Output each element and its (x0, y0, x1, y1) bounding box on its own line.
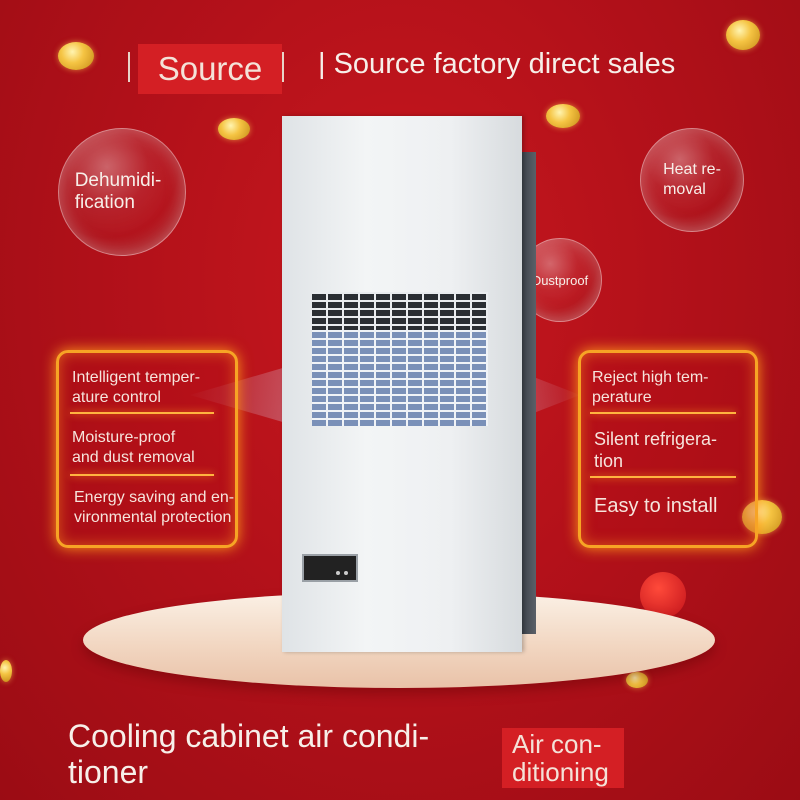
bubble-heat-removal-label: Heat re- moval (663, 161, 721, 198)
header-divider-left (128, 52, 130, 82)
cabinet-side-panel (520, 152, 536, 634)
bubble-dehumidification-label: Dehumidi- fication (74, 170, 162, 213)
cabinet-vent-upper (312, 292, 488, 330)
header-source-badge: Source (138, 44, 282, 94)
coin-decoration (546, 104, 580, 128)
feature-energy-saving: Energy saving and en- vironmental protec… (74, 489, 235, 526)
left-features-panel (56, 350, 238, 548)
bubble-dustproof-label: Dustproof (531, 272, 589, 288)
coin-decoration (726, 20, 760, 50)
coin-decoration (218, 118, 250, 140)
feature-divider (70, 474, 214, 476)
coin-decoration (58, 42, 94, 70)
bubble-heat-removal: Heat re- moval (640, 128, 744, 232)
header-tagline: | Source factory direct sales (318, 48, 676, 80)
footer-product-title: Cooling cabinet air condi- tioner (68, 718, 430, 790)
feature-divider (590, 412, 736, 414)
feature-divider (70, 412, 214, 414)
coin-decoration (626, 672, 648, 688)
header-source-label: Source (157, 50, 263, 87)
feature-reject-high-temperature: Reject high tem- perature (592, 369, 709, 406)
feature-silent-refrigeration: Silent refrigera- tion (594, 429, 718, 471)
feature-easy-install: Easy to install (594, 495, 718, 517)
right-features-panel (578, 350, 758, 548)
header-divider-right (282, 52, 284, 82)
feature-moisture-proof: Moisture-proof and dust removal (72, 429, 195, 466)
cabinet-temperature-controller (302, 554, 358, 582)
footer-category-label: Air con- ditioning (512, 729, 609, 787)
coin-decoration (0, 660, 12, 682)
feature-intelligent-temperature: Intelligent temper- ature control (72, 369, 201, 406)
cabinet-vent-lower (312, 330, 488, 426)
footer-category-badge: Air con- ditioning (502, 728, 624, 788)
coin-decoration (742, 500, 782, 534)
bubble-dehumidification: Dehumidi- fication (58, 128, 186, 256)
feature-divider (590, 476, 736, 478)
